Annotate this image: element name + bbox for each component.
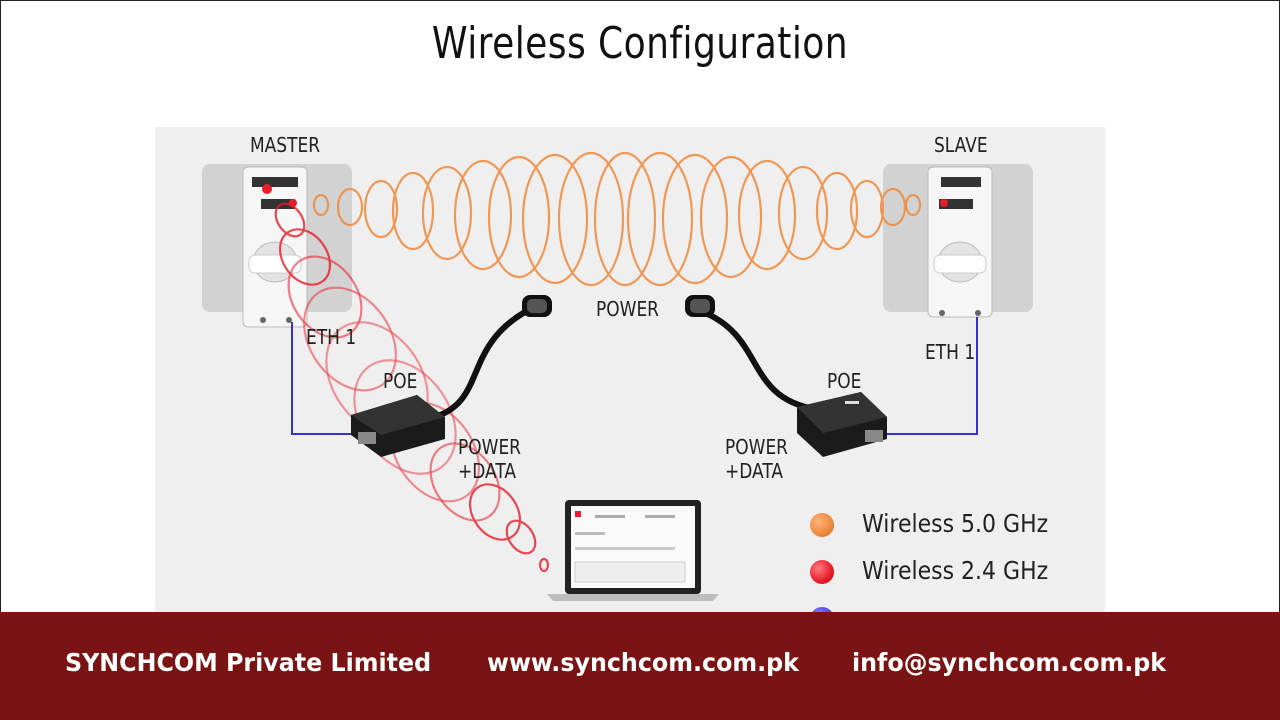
master-poe-label: POE xyxy=(383,369,418,393)
slave-antenna xyxy=(883,164,1033,318)
network-diagram: MASTER SLAVE POWER ETH 1 ETH 1 POE POE P… xyxy=(155,127,1105,612)
power-plugs xyxy=(522,295,715,317)
power-cables xyxy=(437,309,818,418)
master-poe-injector xyxy=(351,395,445,457)
slave-power-data-label: POWER +DATA xyxy=(725,435,788,483)
diagram-graphics xyxy=(202,151,1033,601)
master-antenna xyxy=(202,164,352,328)
slide-title: Wireless Configuration xyxy=(431,18,849,69)
slave-power-data-line1: POWER xyxy=(725,435,789,459)
legend-dot-24ghz xyxy=(810,560,834,584)
legend-text-5ghz: Wireless 5.0 GHz xyxy=(862,509,1049,538)
master-eth-label: ETH 1 xyxy=(306,325,357,349)
slave-label: SLAVE xyxy=(934,133,988,157)
slave-poe-injector xyxy=(797,392,887,457)
master-power-data-line1: POWER xyxy=(458,435,522,459)
lan-cables xyxy=(291,317,978,435)
master-power-data-line2: +DATA xyxy=(458,459,517,483)
footer-bar: SYNCHCOM Private Limited www.synchcom.co… xyxy=(0,612,1280,720)
master-power-data-label: POWER +DATA xyxy=(458,435,521,483)
laptop xyxy=(547,500,719,601)
wave-5ghz xyxy=(312,151,922,287)
footer-company: SYNCHCOM Private Limited xyxy=(65,648,432,677)
slave-poe-label: POE xyxy=(827,369,862,393)
slave-power-data-line2: +DATA xyxy=(725,459,784,483)
legend-dot-5ghz xyxy=(810,513,834,537)
slave-eth-label: ETH 1 xyxy=(925,340,976,364)
legend-text-24ghz: Wireless 2.4 GHz xyxy=(862,556,1049,585)
master-label: MASTER xyxy=(250,133,321,157)
footer-website: www.synchcom.com.pk xyxy=(487,648,799,677)
footer-email: info@synchcom.com.pk xyxy=(852,648,1167,677)
legend-dot-lan xyxy=(810,607,834,612)
power-label: POWER xyxy=(596,297,660,321)
